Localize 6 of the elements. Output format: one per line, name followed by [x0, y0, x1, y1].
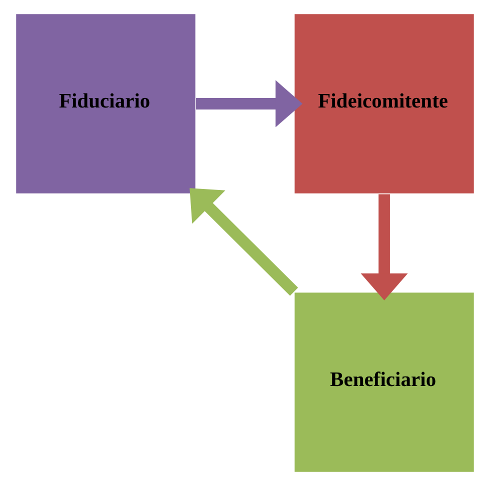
arrow: [196, 80, 302, 127]
arrow: [190, 188, 298, 296]
arrow: [360, 194, 408, 300]
node-box: Fiduciario: [15, 12, 196, 194]
node-box: Fideicomitente: [294, 12, 475, 194]
node-box: Beneficiario: [294, 291, 475, 472]
